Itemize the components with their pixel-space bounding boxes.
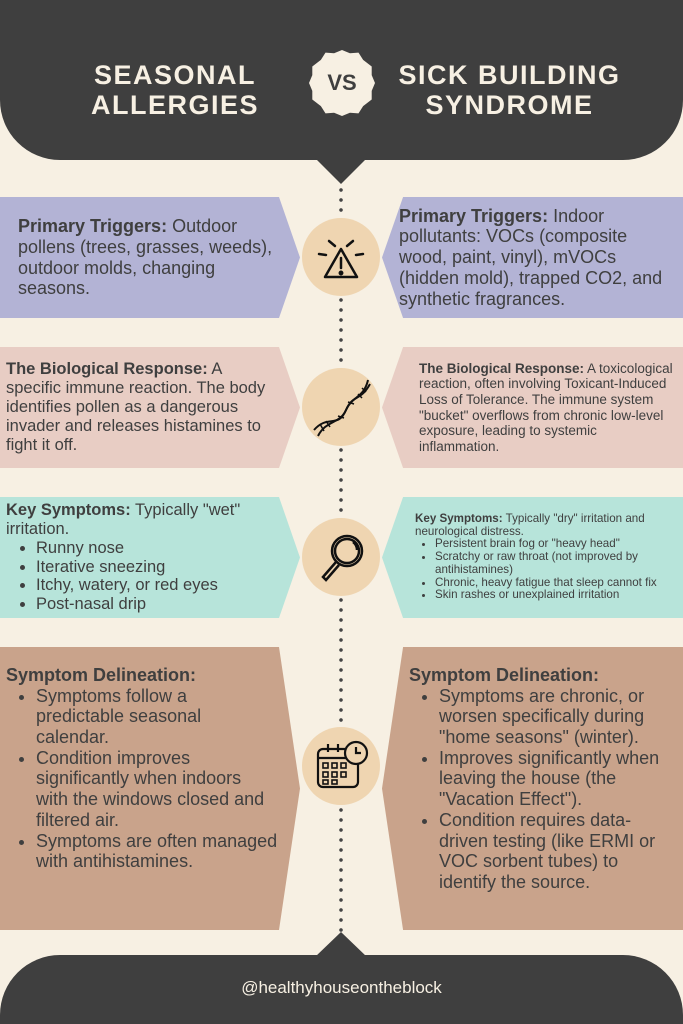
list-item: Symptoms are chronic, or worsen specific… — [439, 686, 677, 748]
list-item: Scratchy or raw throat (not improved by … — [435, 550, 677, 577]
list-item: Chronic, heavy fatigue that sleep cannot… — [435, 576, 677, 590]
list-item: Post-nasal drip — [36, 595, 278, 614]
left-key-symptoms: Key Symptoms: Typically "wet" irritation… — [0, 497, 300, 618]
calendar-clock-icon — [302, 727, 380, 805]
footer-banner — [0, 955, 683, 1024]
right-biological-response: The Biological Response: A toxicological… — [382, 347, 683, 468]
left-symptom-delineation: Symptom Delineation: Symptoms follow a p… — [0, 647, 300, 930]
vs-badge: VS — [309, 50, 375, 116]
list-item: Itchy, watery, or red eyes — [36, 576, 278, 595]
list-item: Iterative sneezing — [36, 558, 278, 577]
right-key-symptoms: Key Symptoms: Typically "dry" irritation… — [382, 497, 683, 618]
footer-pointer — [315, 932, 367, 957]
header-pointer — [315, 158, 367, 184]
left-primary-triggers: Primary Triggers: Outdoor pollens (trees… — [0, 197, 300, 318]
dna-icon — [302, 368, 380, 446]
warning-icon — [302, 218, 380, 296]
list-item: Symptoms are often managed with antihist… — [36, 831, 278, 872]
list-item: Symptoms follow a predictable seasonal c… — [36, 686, 278, 748]
right-symptom-delineation: Symptom Delineation: Symptoms are chroni… — [382, 647, 683, 930]
list-item: Persistent brain fog or "heavy head" — [435, 538, 677, 551]
social-handle: @healthyhouseontheblock — [241, 978, 442, 997]
left-biological-response: The Biological Response: A specific immu… — [0, 347, 300, 468]
magnifying-glass-icon — [302, 518, 380, 596]
list-item: Skin rashes or unexplained irritation — [435, 589, 677, 602]
list-item: Condition requires data-driven testing (… — [439, 810, 677, 893]
list-item: Condition improves significantly when in… — [36, 748, 278, 831]
list-item: Improves significantly when leaving the … — [439, 748, 677, 810]
right-primary-triggers: Primary Triggers: Indoor pollutants: VOC… — [382, 197, 683, 318]
list-item: Runny nose — [36, 539, 278, 558]
